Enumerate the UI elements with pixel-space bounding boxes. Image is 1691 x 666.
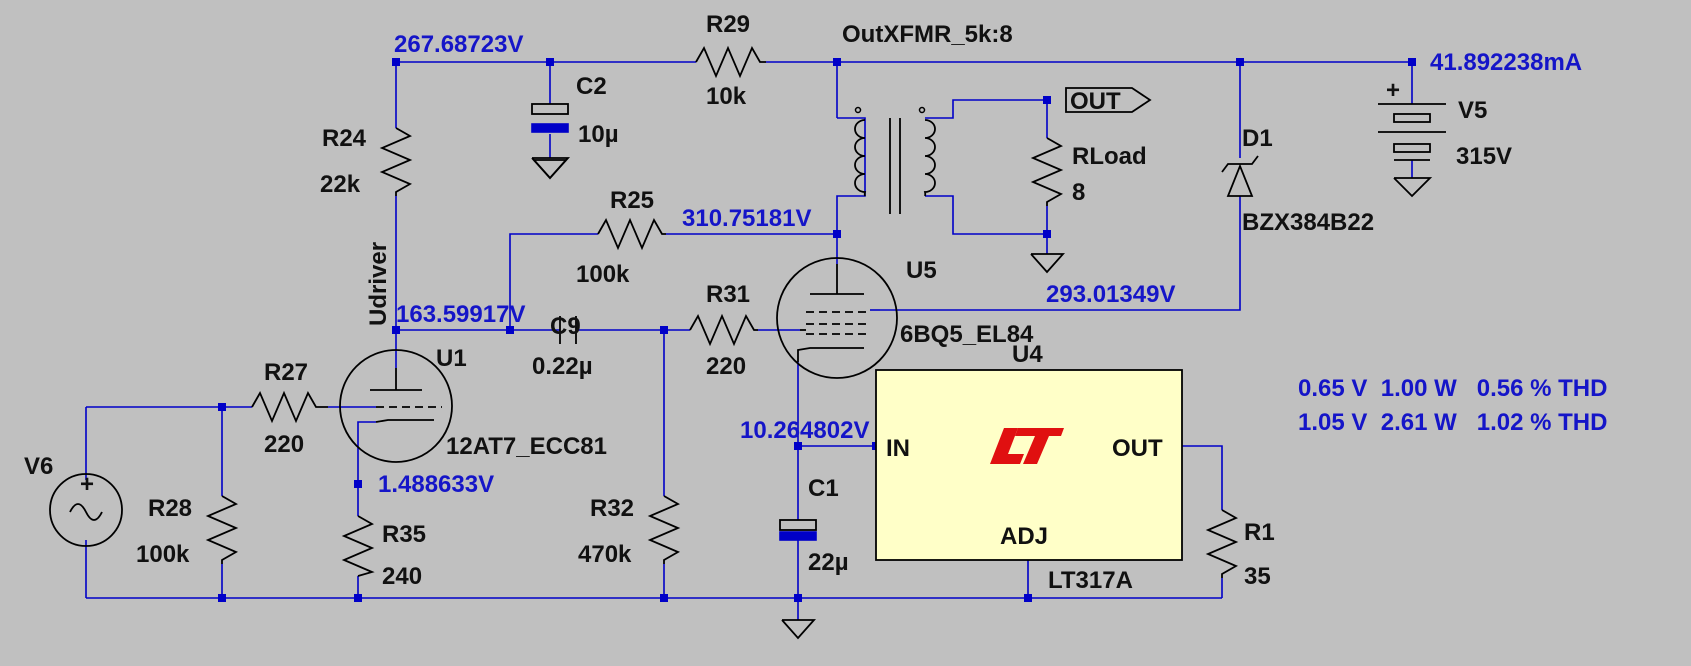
rload-name: RLoad: [1072, 143, 1147, 170]
resistor-r29[interactable]: R29 10k: [695, 11, 766, 110]
resistor-r24[interactable]: R24 22k: [320, 125, 413, 198]
junctions: [218, 58, 1416, 602]
zener-d1[interactable]: D1 BZX384B22: [1221, 125, 1374, 236]
r1-value: 35: [1244, 563, 1271, 590]
output-transformer[interactable]: OutXFMR_5k:8: [842, 21, 1013, 214]
out-port-label: OUT: [1070, 88, 1121, 115]
u1-name: U1: [436, 345, 467, 372]
r1-name: R1: [1244, 519, 1275, 546]
udriver-label: Udriver: [365, 242, 392, 326]
resistor-r31[interactable]: R31 220: [689, 281, 758, 380]
out-port[interactable]: OUT: [1065, 87, 1152, 115]
c9-value: 0.22µ: [532, 353, 593, 380]
c2-value: 10µ: [578, 121, 619, 148]
resistor-r1[interactable]: R1 35: [1205, 509, 1275, 590]
r35-value: 240: [382, 563, 422, 590]
r29-value: 10k: [706, 83, 747, 110]
voltage-u1-plate: 163.59917V: [396, 301, 525, 328]
r29-name: R29: [706, 11, 750, 38]
r25-value: 100k: [576, 261, 630, 288]
c9-name: C9: [550, 313, 581, 340]
r27-name: R27: [264, 359, 308, 386]
v6-name: V6: [24, 453, 53, 480]
c1-value: 22µ: [808, 549, 849, 576]
v5-value: 315V: [1456, 143, 1512, 170]
measurement-line-1: 0.65 V 1.00 W 0.56 % THD: [1298, 375, 1607, 402]
u4-value: LT317A: [1048, 567, 1133, 594]
voltage-annotations: 267.68723V 41.892238mA 310.75181V 293.01…: [378, 31, 1607, 498]
rload-value: 8: [1072, 179, 1085, 206]
d1-name: D1: [1242, 125, 1273, 152]
u5-value: 6BQ5_EL84: [900, 321, 1034, 348]
pentode-u5[interactable]: U5 6BQ5_EL84: [776, 257, 1034, 379]
r31-name: R31: [706, 281, 750, 308]
r24-name: R24: [322, 125, 367, 152]
measurement-line-2: 1.05 V 2.61 W 1.02 % THD: [1298, 409, 1607, 436]
capacitor-c9[interactable]: C9 0.22µ: [532, 313, 593, 380]
linear-technology-logo-icon: [990, 428, 1064, 464]
resistor-rload[interactable]: RLoad 8: [1030, 137, 1147, 274]
v6-plus-sign: +: [80, 471, 94, 498]
regulator-u4[interactable]: U4 IN OUT ADJ LT317A: [875, 341, 1183, 594]
xfmr-name: OutXFMR_5k:8: [842, 21, 1013, 48]
u4-name: U4: [1012, 341, 1043, 368]
ac-source-v6[interactable]: + V6: [24, 453, 123, 547]
resistor-r32[interactable]: R32 470k: [578, 495, 681, 568]
u4-pin-in: IN: [886, 435, 910, 462]
u4-pin-adj: ADJ: [1000, 523, 1048, 550]
voltage-u5-screen: 293.01349V: [1046, 281, 1175, 308]
resistor-r27[interactable]: R27 220: [251, 359, 328, 458]
v5-plus-sign: +: [1386, 77, 1400, 104]
wires: [85, 61, 1413, 620]
ground-icon: [531, 157, 571, 180]
r32-value: 470k: [578, 541, 632, 568]
u5-name: U5: [906, 257, 937, 284]
r28-value: 100k: [136, 541, 190, 568]
capacitor-c1[interactable]: C1 22µ: [779, 475, 849, 640]
u1-value: 12AT7_ECC81: [446, 433, 607, 460]
resistor-r25[interactable]: R25 100k: [576, 187, 666, 288]
r31-value: 220: [706, 353, 746, 380]
resistor-r35[interactable]: R35 240: [341, 515, 426, 590]
voltage-u5-cathode: 10.264802V: [740, 417, 869, 444]
r32-name: R32: [590, 495, 634, 522]
c2-name: C2: [576, 73, 607, 100]
d1-value: BZX384B22: [1242, 209, 1374, 236]
voltage-u5-plate: 310.75181V: [682, 205, 811, 232]
voltage-top-left: 267.68723V: [394, 31, 523, 58]
supply-current: 41.892238mA: [1430, 49, 1582, 76]
r24-value: 22k: [320, 171, 361, 198]
r27-value: 220: [264, 431, 304, 458]
r25-name: R25: [610, 187, 654, 214]
triode-u1[interactable]: U1 12AT7_ECC81: [339, 345, 607, 463]
resistor-r28[interactable]: R28 100k: [136, 495, 239, 568]
r35-name: R35: [382, 521, 426, 548]
v5-name: V5: [1458, 97, 1487, 124]
u4-pin-out: OUT: [1112, 435, 1163, 462]
r28-name: R28: [148, 495, 192, 522]
battery-v5[interactable]: + V5 315V: [1378, 77, 1512, 198]
c1-name: C1: [808, 475, 839, 502]
voltage-u1-cathode: 1.488633V: [378, 471, 494, 498]
capacitor-c2[interactable]: C2 10µ: [531, 73, 619, 180]
